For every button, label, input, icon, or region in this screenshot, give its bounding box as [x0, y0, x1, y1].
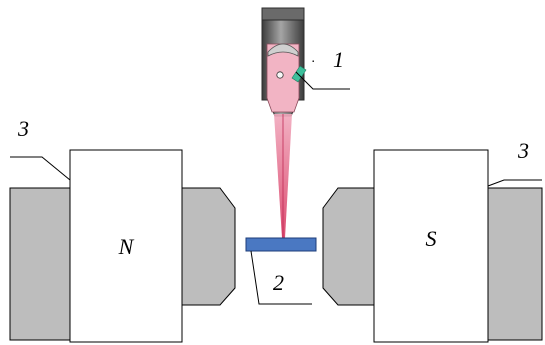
nozzle-cap	[261, 7, 305, 21]
right-magnet: S	[322, 149, 543, 343]
side-fitting-icon	[291, 65, 307, 83]
leader-line-2	[250, 250, 312, 305]
right-pole-letter: S	[426, 226, 437, 251]
left-pole-tip	[181, 187, 236, 306]
leader-line-3-left	[10, 156, 71, 181]
left-pole-block	[69, 149, 183, 343]
right-pole-tip	[322, 187, 375, 306]
nozzle-window	[266, 43, 300, 113]
callout-2: 2	[273, 270, 284, 295]
left-pole-letter: N	[118, 234, 135, 259]
leader-lines	[10, 71, 542, 305]
callout-3-left: 3	[17, 116, 29, 141]
leader-line-1	[295, 71, 350, 90]
right-pole-block	[373, 149, 489, 343]
lens-icon	[267, 43, 299, 57]
sample-plate	[245, 237, 317, 252]
focus-marker-icon	[276, 71, 284, 79]
callout-1: 1	[333, 47, 344, 72]
callout-3-right: 3	[517, 138, 529, 163]
left-magnet: N	[9, 149, 236, 343]
laser-nozzle	[261, 7, 307, 117]
leader-line-3-right	[487, 179, 542, 187]
callout-1-tick: ·	[311, 55, 315, 70]
left-yoke	[9, 187, 74, 341]
right-yoke	[483, 187, 543, 341]
